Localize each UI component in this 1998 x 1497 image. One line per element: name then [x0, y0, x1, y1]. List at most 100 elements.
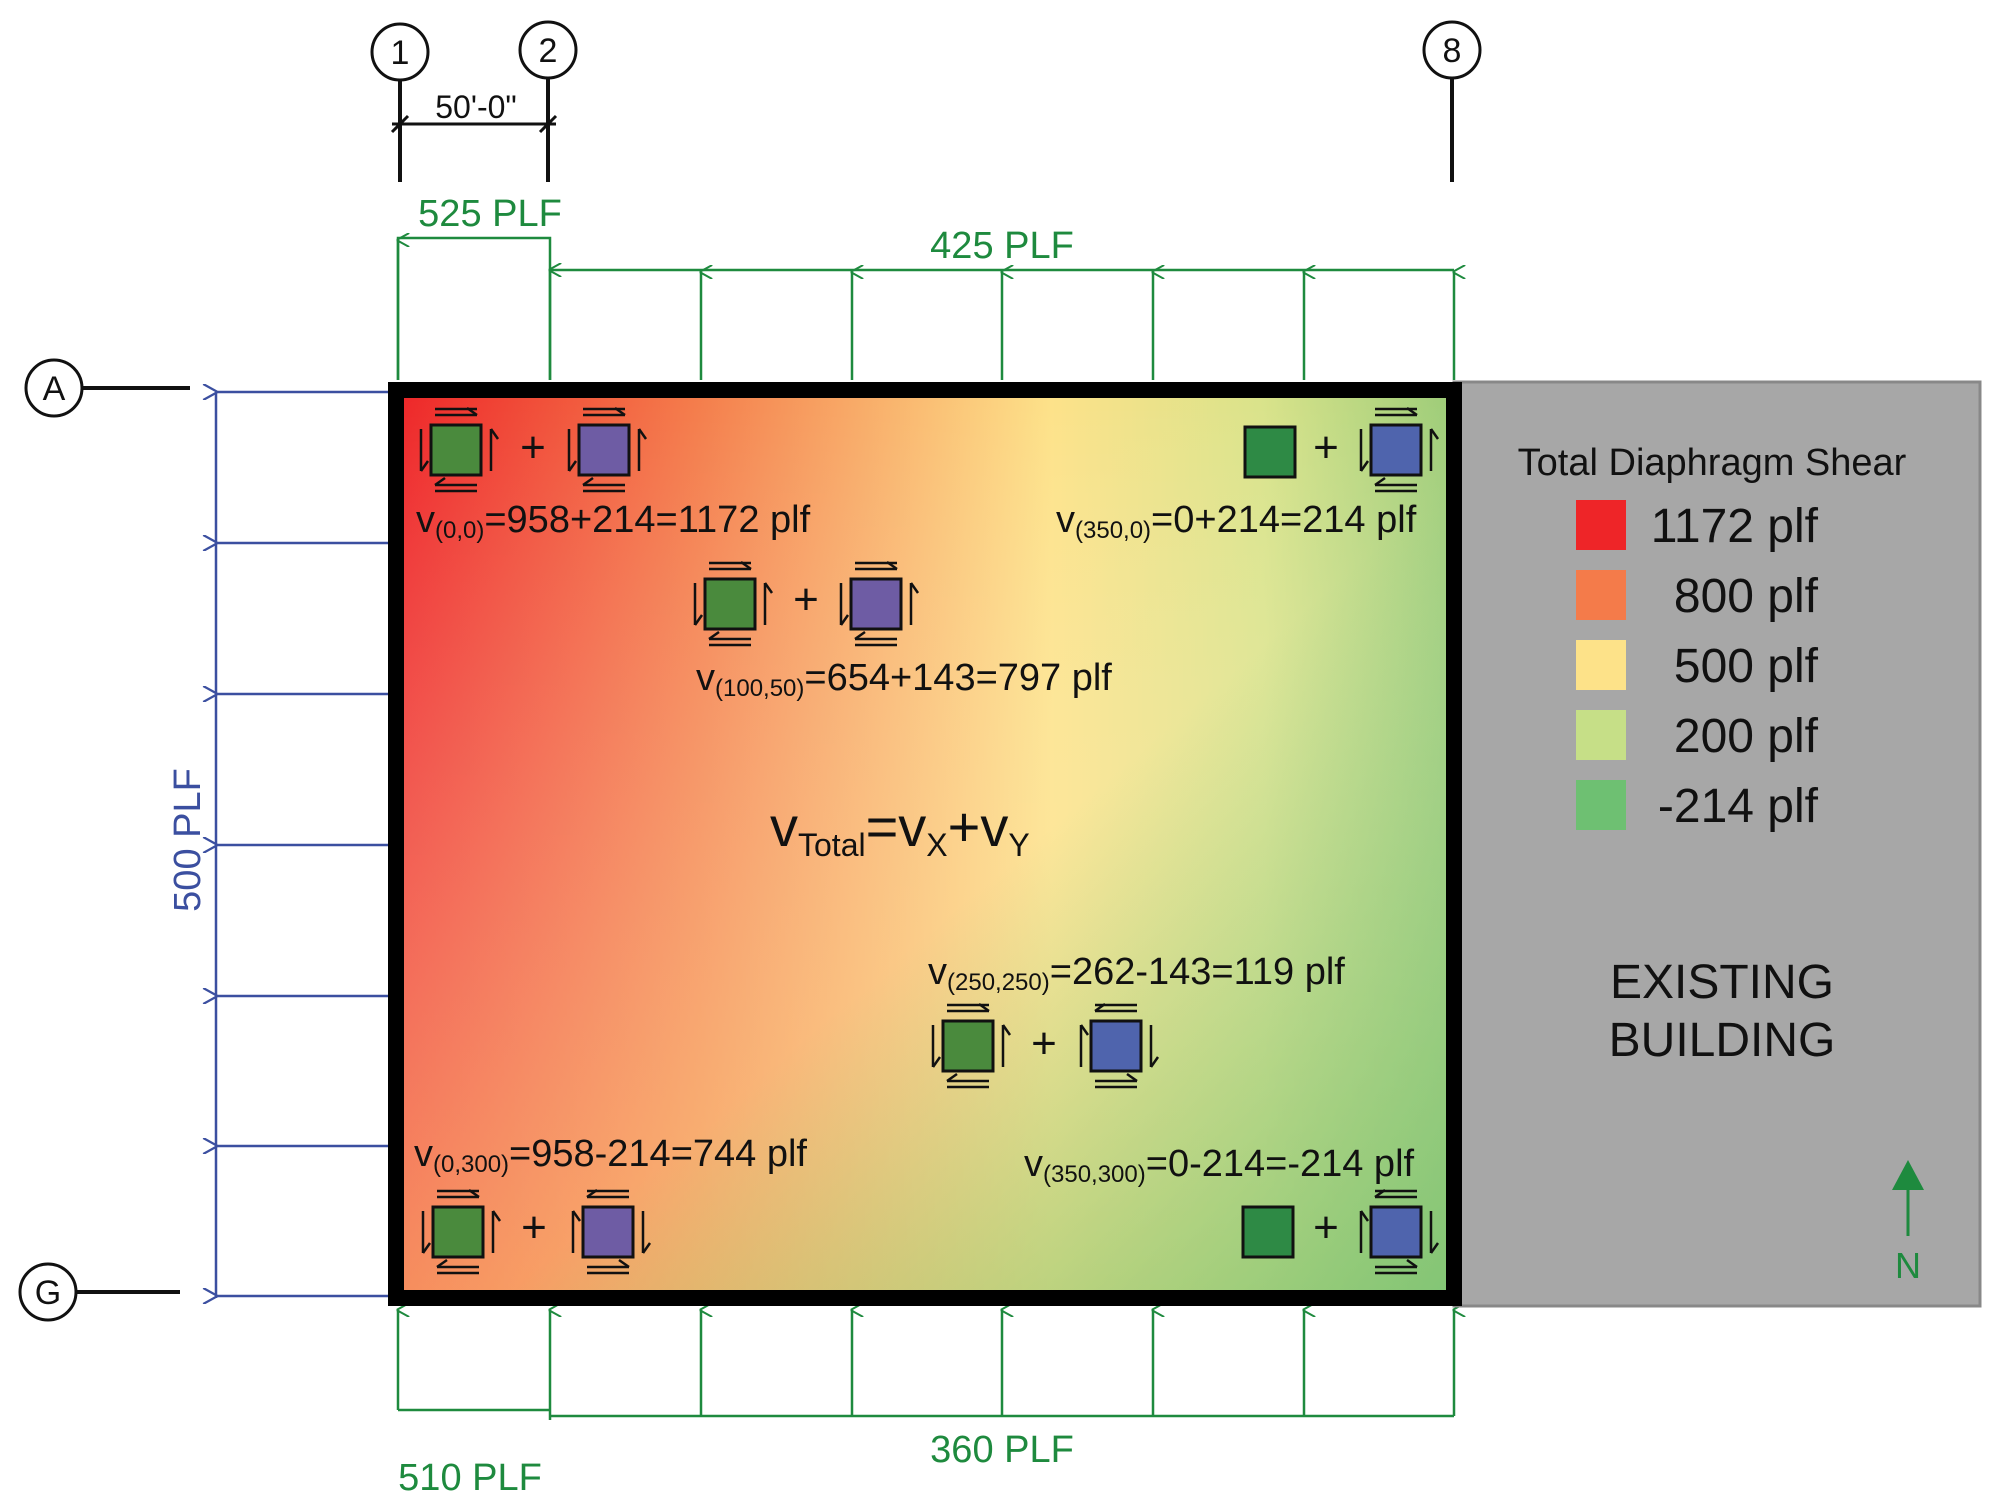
formula-v: v [928, 951, 947, 993]
svg-text:v(0,300)=958-214=744 plf: v(0,300)=958-214=744 plf [414, 1133, 807, 1178]
formula-sub: (250,250) [947, 969, 1050, 996]
existing-building-line1: EXISTING [1610, 956, 1834, 1009]
legend-label: 200 plf [1674, 710, 1819, 763]
load-top-right-label: 425 PLF [930, 225, 1074, 267]
element-x-100-50 [693, 560, 774, 647]
formula-0-0: v(0,0)=958+214=1172 plf [416, 499, 811, 544]
legend-items: 1172 plf 800 plf 500 plf 200 plf -214 plf [1576, 500, 1819, 833]
formula-v: v [696, 657, 715, 699]
svg-text:v(250,250)=262-143=119 plf: v(250,250)=262-143=119 plf [928, 951, 1345, 996]
plus-sign: + [1313, 423, 1339, 472]
formula-sub: (100,50) [715, 675, 804, 702]
north-label: N [1895, 1245, 1921, 1286]
shear-element-icons: ++++++ [419, 406, 1440, 1275]
formula-eq: =v [866, 795, 927, 858]
formula-v: v [770, 795, 798, 858]
formula-sub-x: X [926, 827, 947, 863]
svg-text:v(350,300)=0-214=-214 plf: v(350,300)=0-214=-214 plf [1024, 1143, 1415, 1188]
formula-0-300: v(0,300)=958-214=744 plf [414, 1133, 807, 1178]
shear-square [849, 577, 903, 631]
formula-v: v [1024, 1143, 1043, 1185]
element-y-350-0 [1359, 406, 1440, 493]
shear-square [431, 1205, 485, 1259]
legend-swatch [1576, 710, 1626, 760]
formula-rest: =0+214=214 plf [1151, 499, 1417, 541]
formula-sub-total: Total [798, 827, 866, 863]
legend: Total Diaphragm Shear 1172 plf 800 plf 500… [1518, 442, 1907, 833]
svg-text:v(0,0)=958+214=1172 plf: v(0,0)=958+214=1172 plf [416, 499, 811, 544]
element-x-0-300 [421, 1188, 502, 1275]
shear-square [577, 423, 631, 477]
svg-text:vTotal=vX+vY: vTotal=vX+vY [770, 795, 1030, 863]
shear-square [1369, 1205, 1423, 1259]
legend-swatch [1576, 780, 1626, 830]
load-bottom-right-label: 360 PLF [930, 1429, 1074, 1471]
shear-square [1241, 1205, 1295, 1259]
plus-sign: + [793, 575, 819, 624]
load-bottom-left-label: 510 PLF [398, 1457, 542, 1497]
formula-rest: =654+143=797 plf [804, 657, 1112, 699]
shear-square [429, 423, 483, 477]
existing-building-line2: BUILDING [1609, 1014, 1836, 1067]
dimension-50ft: 50'-0" [390, 89, 558, 134]
legend-title: Total Diaphragm Shear [1518, 442, 1907, 484]
legend-item: -214 plf [1576, 780, 1819, 833]
legend-item: 500 plf [1576, 640, 1819, 693]
formula-sub: (350,0) [1075, 517, 1151, 544]
shear-square [1089, 1019, 1143, 1073]
shear-square [1369, 423, 1423, 477]
dimension-label: 50'-0" [435, 89, 517, 125]
element-x-0-0 [419, 406, 500, 493]
grid-label-2: 2 [539, 32, 558, 70]
formula-350-300: v(350,300)=0-214=-214 plf [1024, 1143, 1415, 1188]
svg-text:v(100,50)=654+143=797 plf: v(100,50)=654+143=797 plf [696, 657, 1112, 702]
element-x-350-300 [1241, 1205, 1295, 1259]
grid-column-1: 1 [370, 22, 430, 182]
legend-label: 800 plf [1674, 570, 1819, 623]
load-top-left-label: 525 PLF [418, 193, 562, 235]
formula-v: v [1056, 499, 1075, 541]
shear-square [1243, 425, 1297, 479]
formula-sub: (0,0) [435, 517, 484, 544]
grid-column-8: 8 [1422, 20, 1482, 182]
shear-square [703, 577, 757, 631]
north-arrow-icon [1892, 1160, 1924, 1190]
legend-swatch [1576, 570, 1626, 620]
formula-rest: =0-214=-214 plf [1146, 1143, 1415, 1185]
legend-item: 200 plf [1576, 710, 1819, 763]
diaphragm [388, 382, 1462, 1306]
load-bottom: 510 PLF 360 PLF [398, 1310, 1454, 1497]
legend-label: -214 plf [1658, 780, 1819, 833]
grid-label-G: G [35, 1274, 61, 1312]
legend-swatch [1576, 500, 1626, 550]
element-y-0-300 [571, 1188, 652, 1275]
load-left: 500 PLF [167, 392, 390, 1298]
formula-100-50: v(100,50)=654+143=797 plf [696, 657, 1112, 702]
formula-v: v [414, 1133, 433, 1175]
element-y-250-250 [1079, 1002, 1160, 1089]
existing-building: EXISTING BUILDING [1452, 380, 1982, 1308]
load-top: 525 PLF 425 PLF [398, 193, 1454, 380]
load-left-label: 500 PLF [167, 768, 209, 912]
element-y-350-300 [1359, 1188, 1440, 1275]
legend-item: 1172 plf [1576, 500, 1819, 553]
svg-text:v(350,0)=0+214=214 plf: v(350,0)=0+214=214 plf [1056, 499, 1417, 544]
formula-sub: (0,300) [433, 1151, 509, 1178]
formula-rest: =958+214=1172 plf [484, 499, 810, 541]
element-y-0-0 [567, 406, 648, 493]
legend-label: 1172 plf [1651, 500, 1819, 553]
grid-label-8: 8 [1443, 32, 1462, 70]
plus-sign: + [520, 423, 546, 472]
formula-250-250: v(250,250)=262-143=119 plf [928, 951, 1345, 996]
plus-sign: + [521, 1203, 547, 1252]
legend-label: 500 plf [1674, 640, 1819, 693]
formula-rest: =262-143=119 plf [1050, 951, 1346, 993]
legend-swatch [1576, 640, 1626, 690]
north-arrow: N [1892, 1160, 1924, 1286]
formula-rest: =958-214=744 plf [509, 1133, 807, 1175]
formula-total: vTotal=vX+vY [770, 795, 1030, 863]
element-y-100-50 [839, 560, 920, 647]
grid-row-G: G [18, 1262, 180, 1322]
grid-label-A: A [43, 370, 66, 408]
